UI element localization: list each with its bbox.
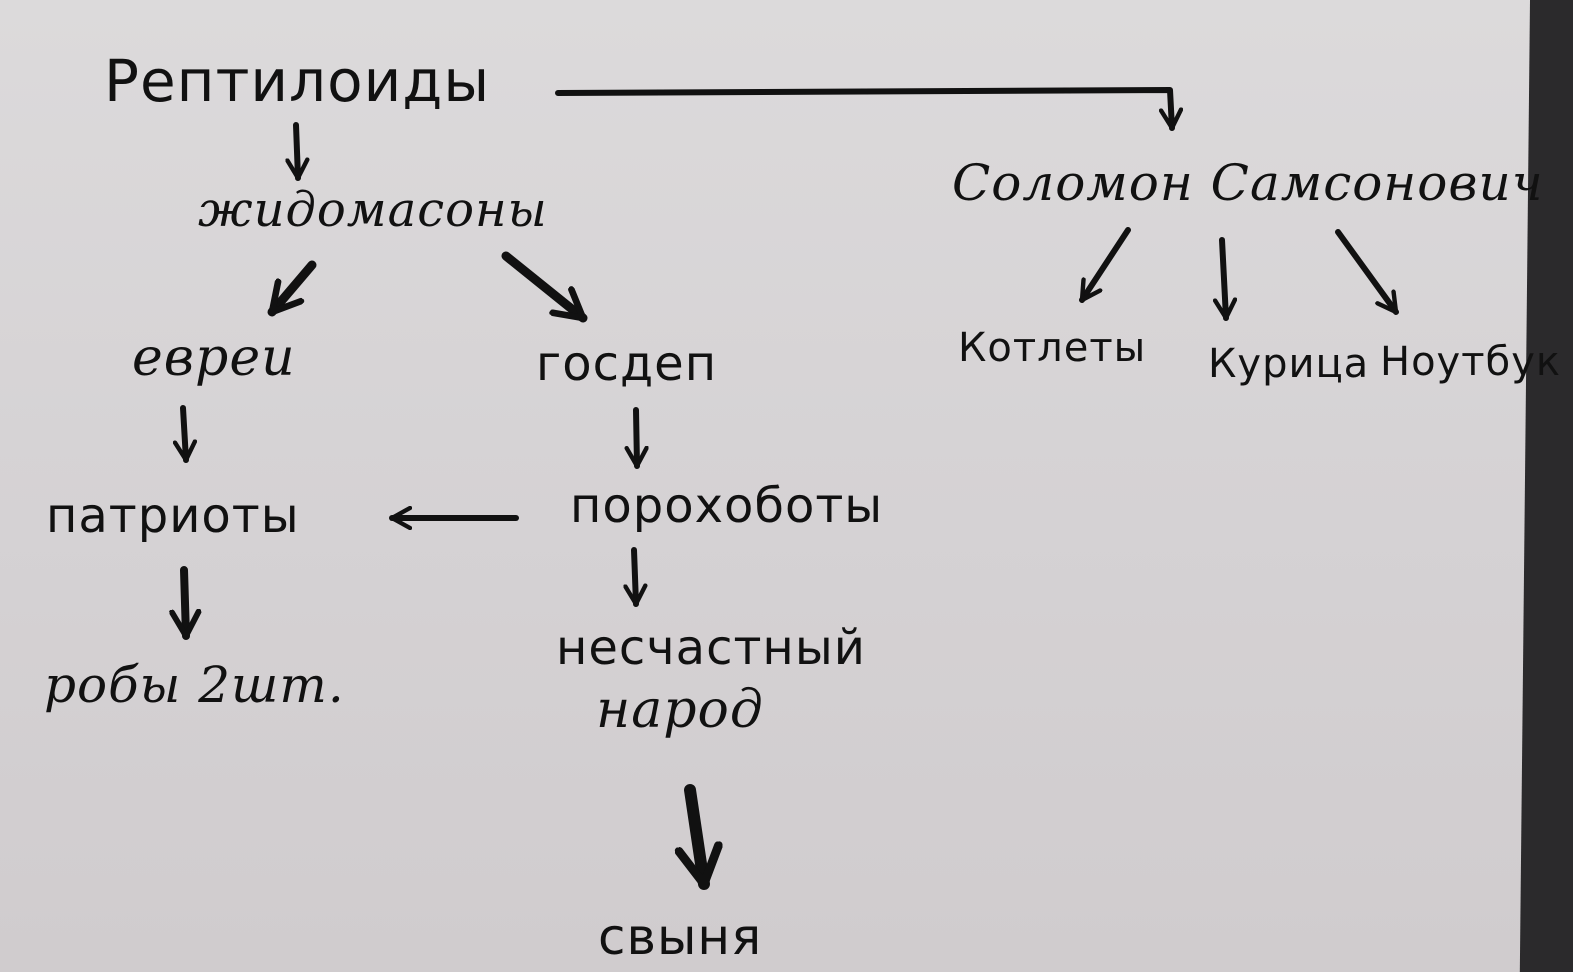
arrow-solomon-to-noutbuk xyxy=(1335,229,1399,315)
node-kurica: Курица xyxy=(1208,341,1370,387)
node-porohoboty: порохоботы xyxy=(570,478,884,534)
arrow-zhidomasony-to-gosdep xyxy=(501,251,588,323)
arrow-solomon-to-kurica xyxy=(1222,237,1226,321)
node-gosdep: госдеп xyxy=(536,336,718,392)
arrow-narod-to-svynya xyxy=(690,784,704,890)
node-neschastny: несчастный xyxy=(556,620,866,676)
node-reptiloids: Рептилоиды xyxy=(104,47,491,115)
node-roby: робы 2шт. xyxy=(44,656,345,714)
arrow-solomon-to-kotlety xyxy=(1079,227,1131,303)
arrow-reptiloids-to-solomon xyxy=(555,87,1172,131)
arrow-porohoboty-to-narod xyxy=(634,547,636,607)
arrow-reptiloids-to-zhidomasony xyxy=(296,122,298,181)
node-solomon: Соломон Самсонович xyxy=(952,154,1544,212)
node-noutbuk: Ноутбук xyxy=(1380,339,1562,385)
node-patrioty: патриоты xyxy=(46,488,300,544)
node-narod: народ xyxy=(596,680,764,740)
node-zhidomasony: жидомасоны xyxy=(198,182,548,238)
node-evrei: евреи xyxy=(132,328,296,388)
arrow-patrioty-to-roby xyxy=(184,566,186,640)
arrow-gosdep-to-porohoboty xyxy=(636,407,637,469)
node-svynya: свыня xyxy=(598,908,763,966)
node-kotlety: Котлеты xyxy=(958,325,1147,371)
arrow-evrei-to-patrioty xyxy=(183,405,186,463)
arrow-zhidomasony-to-evrei xyxy=(267,260,317,317)
